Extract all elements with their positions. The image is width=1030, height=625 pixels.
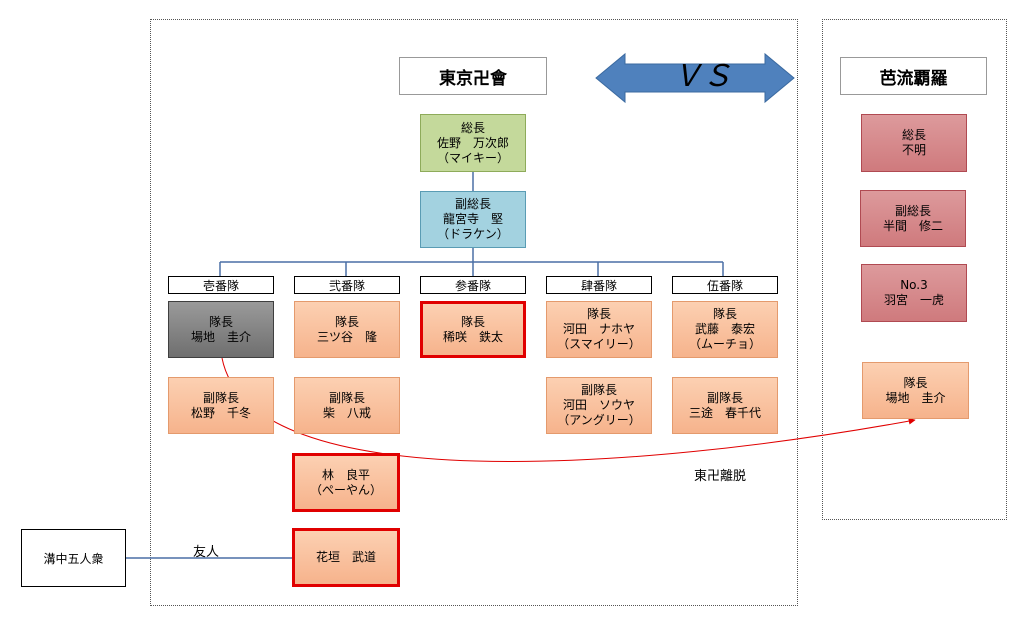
valhalla-title: 芭流覇羅 xyxy=(840,57,987,95)
division-label-5: 伍番隊 xyxy=(672,276,778,294)
valhalla-frame xyxy=(822,19,1007,520)
valhalla-no3-box: No.3 羽宮 一虎 xyxy=(861,264,967,322)
vice-captain-box-5: 副隊長 三途 春千代 xyxy=(672,377,778,434)
member-hanagaki-box: 花垣 武道 xyxy=(292,528,400,587)
valhalla-vice-box: 副総長 半間 修二 xyxy=(860,190,966,247)
mizo-middle-five-box: 溝中五人衆 xyxy=(21,529,126,587)
captain-box-1: 隊長 場地 圭介 xyxy=(168,301,274,358)
tokyo-manji-title: 東京卍會 xyxy=(399,57,547,95)
valhalla-leader-box: 総長 不明 xyxy=(861,114,967,172)
captain-box-4: 隊長 河田 ナホヤ （スマイリー） xyxy=(546,301,652,358)
vice-leader-box: 副総長 龍宮寺 堅 （ドラケン） xyxy=(420,191,526,248)
division-label-3: 参番隊 xyxy=(420,276,526,294)
member-hayashi-box: 林 良平 （ぺーやん） xyxy=(292,453,400,512)
vice-captain-box-1: 副隊長 松野 千冬 xyxy=(168,377,274,434)
vice-captain-box-2: 副隊長 柴 八戒 xyxy=(294,377,400,434)
division-label-4: 肆番隊 xyxy=(546,276,652,294)
valhalla-captain-box: 隊長 場地 圭介 xyxy=(862,362,969,419)
leader-box: 総長 佐野 万次郎 （マイキー） xyxy=(420,114,526,172)
friend-label: 友人 xyxy=(193,545,220,560)
captain-box-2: 隊長 三ツ谷 隆 xyxy=(294,301,400,358)
defection-label: 東卍離脱 xyxy=(694,469,747,484)
vice-captain-box-4: 副隊長 河田 ソウヤ （アングリー） xyxy=(546,377,652,434)
division-label-2: 弐番隊 xyxy=(294,276,400,294)
division-label-1: 壱番隊 xyxy=(168,276,274,294)
vs-double-arrow xyxy=(595,52,795,104)
captain-box-3: 隊長 稀咲 鉄太 xyxy=(420,301,526,358)
tokyo-manji-frame xyxy=(150,19,798,606)
captain-box-5: 隊長 武藤 泰宏 （ムーチョ） xyxy=(672,301,778,358)
vs-label: ＶＳ xyxy=(672,59,732,94)
